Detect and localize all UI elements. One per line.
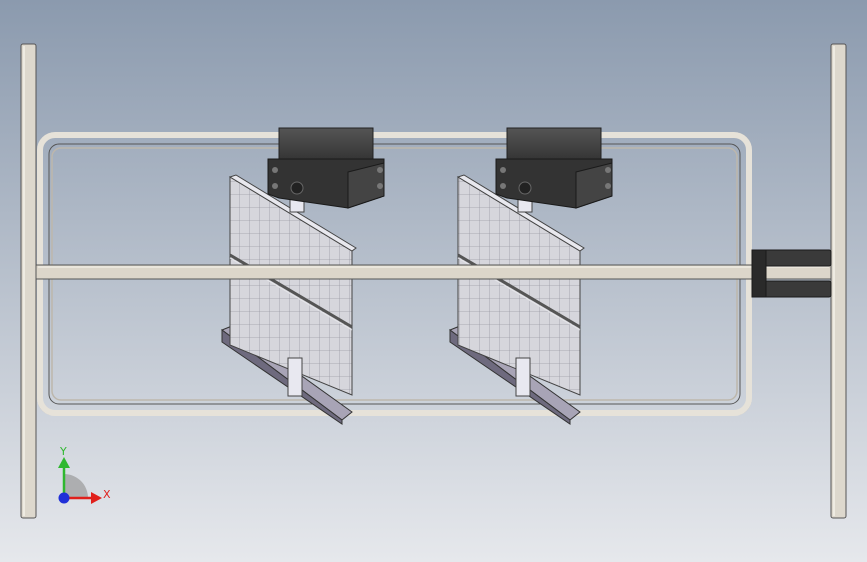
orientation-triad: Y X [58,445,111,504]
side-motor[interactable] [751,249,832,298]
triad-arc [64,474,88,498]
solar-panel-1[interactable] [220,174,357,425]
z-axis-dot [58,492,70,504]
triad-y-label: Y [59,445,67,458]
servo-motor-2[interactable] [495,127,613,209]
solar-panel-2[interactable] [448,174,585,425]
right-post[interactable] [830,43,847,519]
left-post[interactable] [20,43,37,519]
servo-motor-1[interactable] [267,127,385,209]
horizontal-crossbar[interactable] [35,264,832,280]
triad-x-label: X [103,488,111,501]
